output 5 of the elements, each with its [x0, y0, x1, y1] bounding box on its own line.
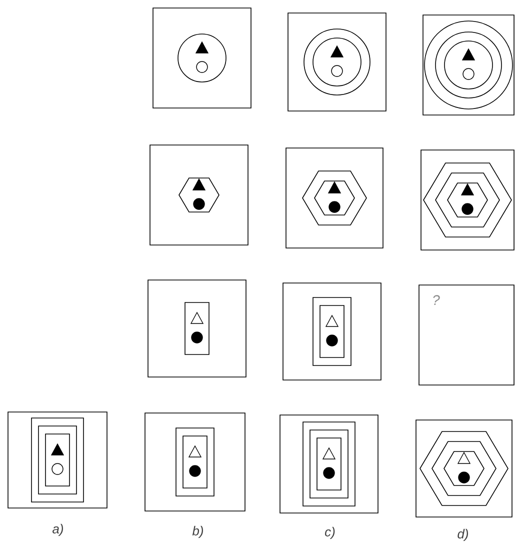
question-mark: ? — [433, 295, 440, 305]
option-label: c) — [325, 526, 335, 540]
option-label: d) — [458, 528, 468, 542]
option-label: a) — [52, 524, 63, 536]
option-label: b) — [192, 526, 203, 538]
